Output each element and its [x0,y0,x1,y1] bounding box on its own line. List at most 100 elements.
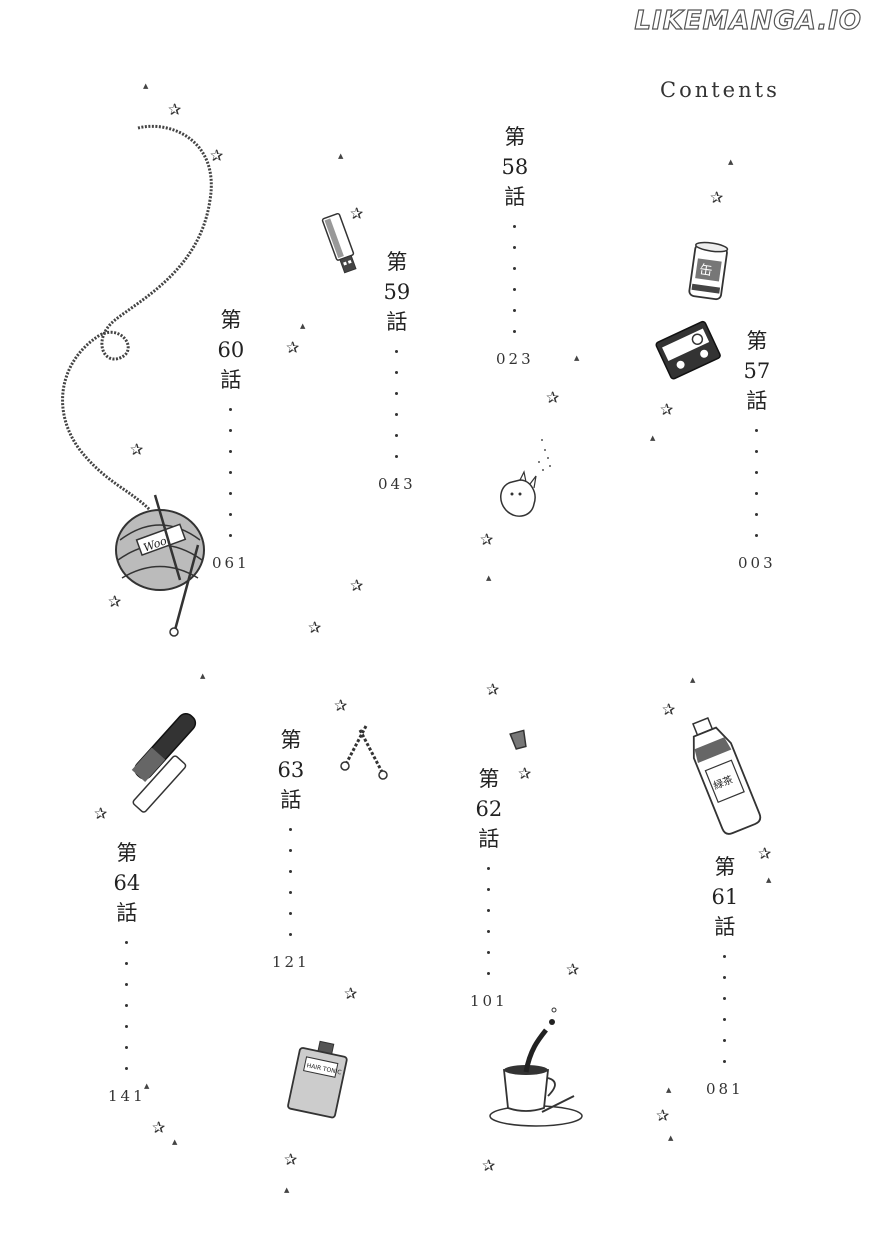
triangle-icon: ▲ [486,574,492,582]
star-icon: ✰ [518,764,532,783]
triangle-icon: ▲ [200,672,206,680]
triangle-icon: ▲ [690,676,696,684]
star-icon: ✰ [210,146,224,165]
star-icon: ✰ [152,1118,166,1137]
chapter-suffix: 話 [386,310,408,334]
star-icon: ✰ [480,530,494,549]
chapter-number: 64 [113,871,141,895]
leader-dots [487,858,491,984]
triangle-icon: ▲ [650,434,656,442]
chapter-page: 141 [108,1087,146,1105]
triangle-icon: ▲ [668,1134,674,1142]
star-icon: ✰ [350,576,364,595]
star-icon: ✰ [486,680,500,699]
chapter-page: 121 [272,953,310,971]
star-icon: ✰ [130,440,144,459]
star-icon: ✰ [660,400,674,419]
triangle-icon: ▲ [574,354,580,362]
cassette-tape-icon [655,320,721,380]
chapter-suffix: 話 [504,185,526,209]
chapter-entry-57[interactable]: 第 57 話 003 [738,326,776,572]
chapter-prefix: 第 [746,329,768,353]
leader-dots [395,341,399,467]
triangle-icon: ▲ [172,1138,178,1146]
site-watermark: LIKEMANGA.IO [634,5,862,36]
chapter-prefix: 第 [714,855,736,879]
triangle-icon: ▲ [338,152,344,160]
triangle-icon: ▲ [143,82,149,90]
chapter-number: 58 [501,155,529,179]
triangle-icon: ▲ [728,158,734,166]
chapter-prefix: 第 [386,250,408,274]
chapter-number: 61 [711,885,739,909]
triangle-icon: ▲ [666,1086,672,1094]
chapter-entry-58[interactable]: 第 58 話 023 [496,122,534,368]
chapter-suffix: 話 [116,901,138,925]
coffee-cup-icon [489,1007,583,1127]
chapter-number: 60 [217,338,245,362]
chapter-prefix: 第 [504,125,526,149]
star-icon: ✰ [710,188,724,207]
star-icon: ✰ [350,204,364,223]
hair-tonic-icon: HAIR TONIC [287,1040,348,1119]
leader-dots [755,420,759,546]
star-icon: ✰ [662,700,676,719]
chapter-prefix: 第 [116,841,138,865]
chapter-page: 061 [212,554,250,572]
yarn-ball-icon: Wool [61,124,213,637]
chapter-prefix: 第 [220,308,242,332]
chapter-suffix: 話 [478,827,500,851]
chapter-page: 023 [496,350,534,368]
chapter-page: 081 [706,1080,744,1098]
chapter-number: 57 [743,359,771,383]
chapter-page: 043 [378,475,416,493]
leader-dots [513,216,517,342]
screws-icon [340,725,388,780]
chapter-number: 63 [277,758,305,782]
chapter-suffix: 話 [280,788,302,812]
ghost-icon [500,439,551,517]
triangle-icon: ▲ [300,322,306,330]
star-icon: ✰ [344,984,358,1003]
chapter-page: 101 [470,992,508,1010]
leader-dots [723,946,727,1072]
usb-stick-icon [321,212,357,274]
star-icon: ✰ [284,1150,298,1169]
chapter-entry-63[interactable]: 第 63 話 121 [272,725,310,971]
chapter-entry-59[interactable]: 第 59 話 043 [378,247,416,493]
chapter-suffix: 話 [220,368,242,392]
chapter-entry-61[interactable]: 第 61 話 081 [706,852,744,1098]
star-icon: ✰ [108,592,122,611]
leader-dots [229,399,233,546]
star-icon: ✰ [94,804,108,823]
star-icon: ✰ [656,1106,670,1125]
star-icon: ✰ [758,844,772,863]
bottle-icon: 緑茶 [692,716,762,835]
star-icon: ✰ [566,960,580,979]
chapter-number: 62 [475,797,503,821]
chapter-entry-62[interactable]: 第 62 話 101 [470,764,508,1010]
star-icon: ✰ [286,338,300,357]
star-icon: ✰ [334,696,348,715]
chapter-page: 003 [738,554,776,572]
star-icon: ✰ [546,388,560,407]
leader-dots [125,932,129,1079]
chapter-prefix: 第 [280,728,302,752]
contents-title: Contents [660,78,780,102]
star-icon: ✰ [308,618,322,637]
small-cup-icon [509,729,527,750]
leader-dots [289,819,293,945]
chapter-suffix: 話 [714,915,736,939]
chapter-entry-64[interactable]: 第 64 話 141 [108,838,146,1105]
chapter-suffix: 話 [746,389,768,413]
lipstick-icon [131,713,197,813]
star-icon: ✰ [482,1156,496,1175]
star-icon: ✰ [168,100,182,119]
triangle-icon: ▲ [144,1082,150,1090]
chapter-entry-60[interactable]: 第 60 話 061 [212,305,250,572]
triangle-icon: ▲ [766,876,772,884]
triangle-icon: ▲ [284,1186,290,1194]
can-label: 缶 [698,263,713,280]
chapter-prefix: 第 [478,767,500,791]
can-icon: 缶 [688,241,729,301]
